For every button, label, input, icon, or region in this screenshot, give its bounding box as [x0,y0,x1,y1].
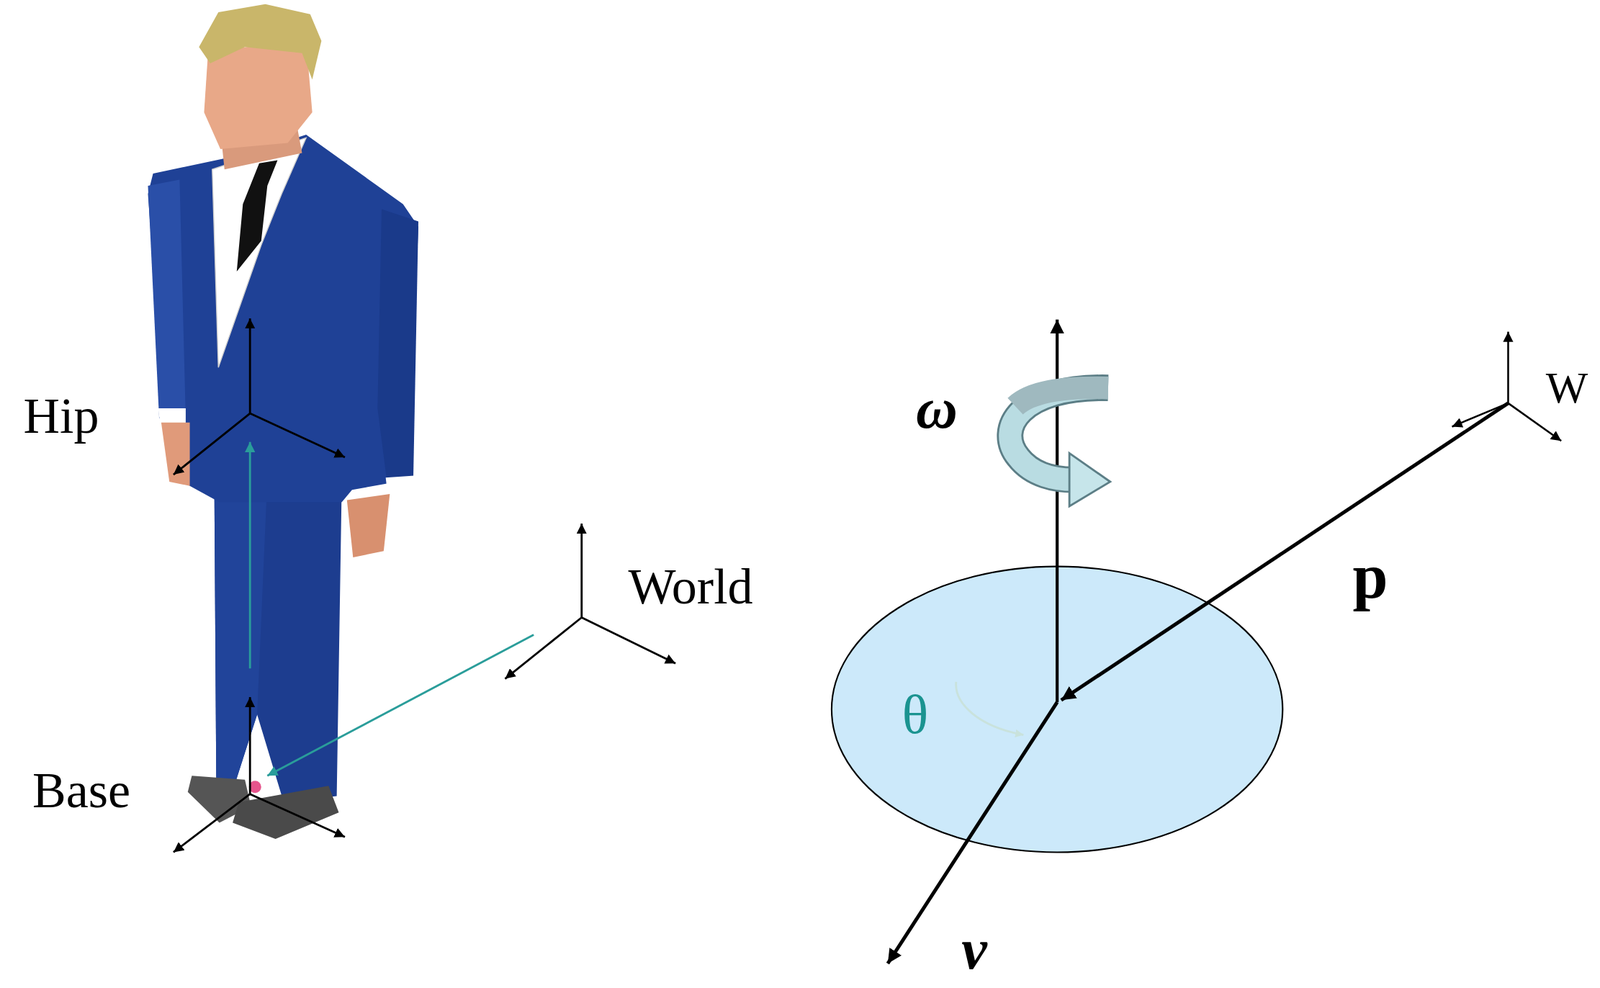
frame-label: Base [32,765,131,816]
omega-rotation-arrow [1010,387,1111,507]
human-figure [147,4,419,839]
w-frame [1452,331,1562,442]
frame-label: World [627,561,753,613]
legs [214,479,343,803]
hip-frame [173,318,345,475]
angular-velocity-symbol: ω [915,379,958,438]
right-shoe [232,785,339,839]
rotation-axis [1055,319,1059,703]
right-hand [347,493,391,558]
left-hand [161,422,191,487]
angle-symbol: θ [902,686,929,742]
right-arm [377,209,419,489]
left-arm [147,179,186,419]
p-vector [1061,403,1509,700]
jacket [147,134,419,502]
left-leg [214,479,268,791]
base-frame [173,697,345,852]
position-vector-symbol: p [1353,545,1389,609]
tie [236,160,278,272]
theta-arrow [956,681,1024,736]
shirt [212,137,307,368]
velocity-vector-symbol: v [961,920,988,978]
frame-label: Hip [23,390,100,442]
teal-arrows [249,442,534,776]
left-cuff [158,408,186,425]
frame-label: W [1545,365,1589,410]
hair [198,4,322,80]
right-cuff [385,475,415,496]
